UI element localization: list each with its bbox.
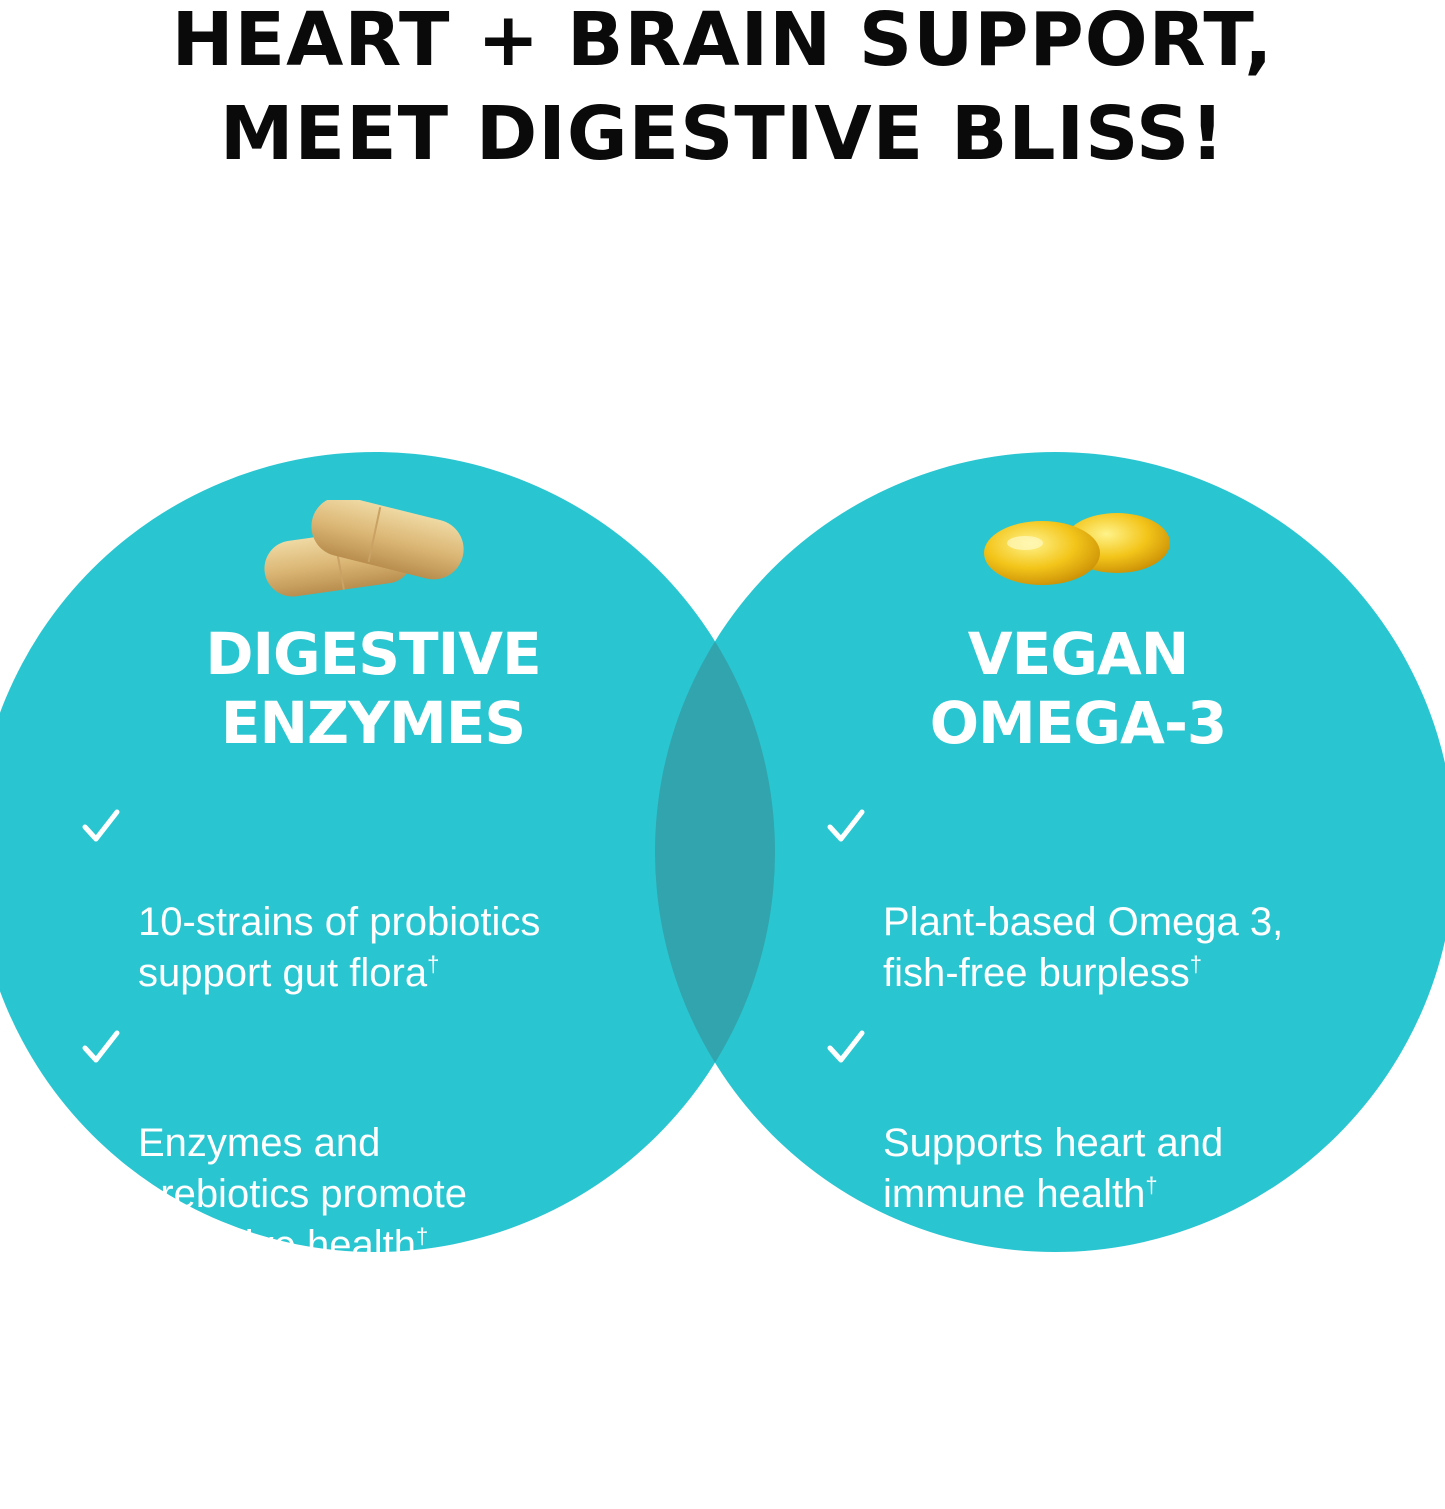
benefit-text: Aids cognition and mental focus bbox=[883, 1342, 1210, 1437]
headline-line-1: HEART + BRAIN SUPPORT, bbox=[171, 0, 1274, 83]
check-icon bbox=[827, 1030, 865, 1063]
vegan-omega-benefits: Plant-based Omega 3, fish-free burpless†… bbox=[825, 795, 1385, 1458]
footnote-mark: † bbox=[427, 951, 440, 977]
footnote-mark: † bbox=[415, 1223, 429, 1249]
digestive-enzymes-title: DIGESTIVE ENZYMES bbox=[205, 620, 541, 757]
benefit-item: 10-strains of probiotics support gut flo… bbox=[80, 795, 680, 999]
digestive-enzymes-circle bbox=[0, 452, 775, 1252]
benefit-item: Conquers hard-to-digest foods and alcoho… bbox=[80, 1288, 680, 1492]
check-icon bbox=[827, 809, 865, 842]
benefit-item: Enzymes and prebiotics promote digestive… bbox=[80, 1016, 680, 1271]
vegan-omega-circle bbox=[655, 452, 1445, 1252]
benefit-text: Plant-based Omega 3, fish-free burpless bbox=[883, 900, 1284, 995]
check-icon bbox=[827, 1251, 865, 1284]
headline-line-2: MEET DIGESTIVE BLISS! bbox=[219, 91, 1226, 177]
benefit-text: Enzymes and prebiotics promote digestive… bbox=[138, 1121, 468, 1267]
footnote-mark: † bbox=[1189, 951, 1203, 977]
footnote-mark: † bbox=[1109, 1393, 1123, 1419]
capsule-icon bbox=[264, 500, 464, 597]
benefit-item: Aids cognition and mental focus† bbox=[825, 1237, 1385, 1441]
vegan-omega-title: VEGAN OMEGA-3 bbox=[929, 620, 1228, 757]
benefit-item: Supports heart and immune health† bbox=[825, 1016, 1385, 1220]
check-icon bbox=[82, 1030, 120, 1063]
check-icon bbox=[82, 1302, 120, 1335]
check-icon bbox=[82, 809, 120, 842]
footnote-mark: † bbox=[1145, 1172, 1158, 1198]
digestive-enzymes-benefits: 10-strains of probiotics support gut flo… bbox=[80, 795, 680, 1509]
footnote-mark: † bbox=[451, 1444, 464, 1470]
benefit-text: Conquers hard-to-digest foods and alcoho… bbox=[138, 1393, 570, 1488]
softgel-icon bbox=[984, 513, 1170, 585]
benefit-text: 10-strains of probiotics support gut flo… bbox=[138, 900, 541, 995]
benefit-text: Supports heart and immune health bbox=[883, 1121, 1224, 1216]
benefit-item: Plant-based Omega 3, fish-free burpless† bbox=[825, 795, 1385, 999]
